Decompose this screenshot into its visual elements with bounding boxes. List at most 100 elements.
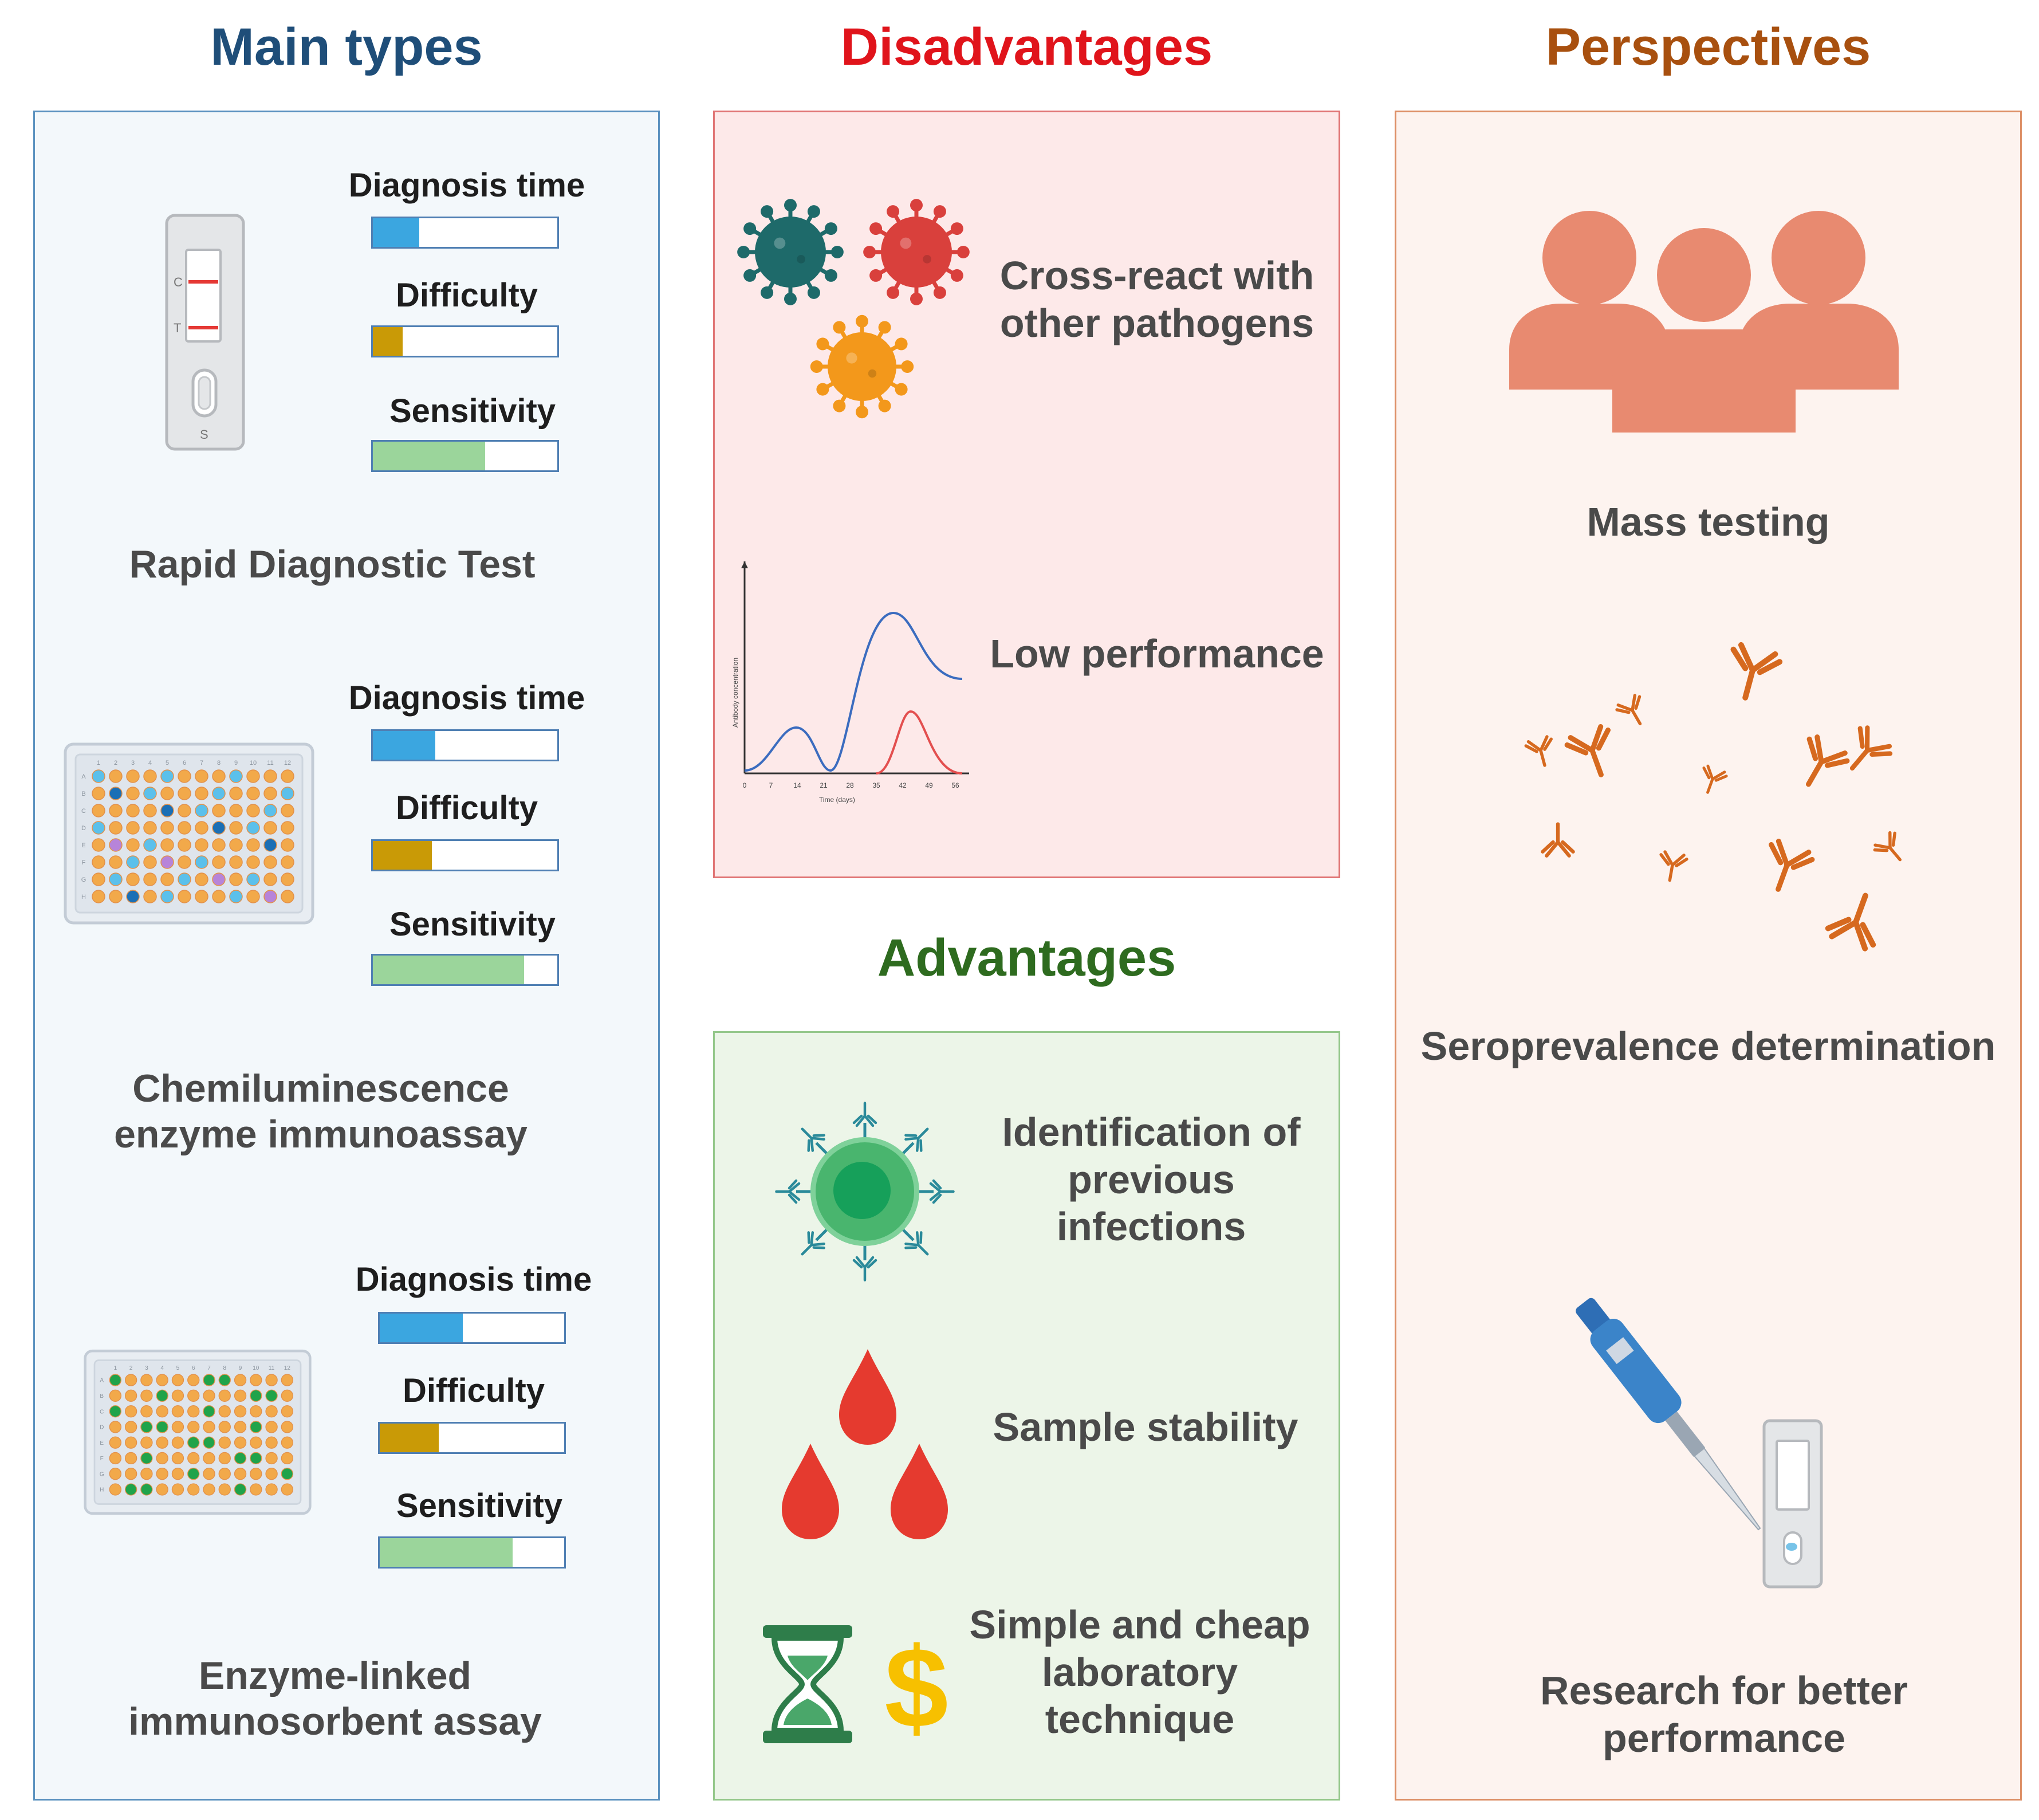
svg-text:4: 4 <box>148 760 152 766</box>
svg-text:10: 10 <box>253 1365 259 1371</box>
virus-red-icon <box>863 199 970 305</box>
svg-text:G: G <box>81 876 86 883</box>
svg-text:G: G <box>100 1471 104 1477</box>
rdt-diagnosis-time-bar <box>371 217 559 249</box>
svg-text:2: 2 <box>114 760 117 766</box>
svg-text:7: 7 <box>769 781 773 789</box>
cleia-diagnosis-time-fill <box>373 731 436 760</box>
rdt-name: Rapid Diagnostic Test <box>129 543 536 586</box>
svg-text:56: 56 <box>951 781 959 789</box>
hourglass-icon <box>763 1625 852 1743</box>
rdt-s-mark: S <box>200 427 208 442</box>
antibodies-cluster-icon <box>1524 642 1902 952</box>
svg-text:D: D <box>81 825 86 832</box>
svg-text:3: 3 <box>131 760 135 766</box>
people-group-icon <box>1509 211 1899 433</box>
simple-cheap-label: Simple and cheap laboratory technique <box>969 1602 1310 1742</box>
svg-text:4: 4 <box>160 1365 164 1371</box>
svg-text:7: 7 <box>207 1365 211 1371</box>
elisa-difficulty-label: Difficulty <box>402 1372 545 1409</box>
elisa-sensitivity-fill <box>380 1538 513 1567</box>
elisa-sensitivity-bar <box>378 1536 566 1569</box>
svg-text:A: A <box>100 1378 104 1384</box>
svg-text:3: 3 <box>145 1365 148 1371</box>
svg-text:0: 0 <box>743 781 747 789</box>
main-types-heading: Main types <box>210 18 483 76</box>
svg-text:10: 10 <box>250 760 257 766</box>
svg-text:D: D <box>100 1425 104 1431</box>
svg-text:11: 11 <box>267 760 273 766</box>
cleia-difficulty-fill <box>373 841 432 870</box>
svg-text:C: C <box>100 1409 104 1415</box>
cleia-sensitivity-label: Sensitivity <box>389 906 556 943</box>
disadvantages-heading: Disadvantages <box>840 18 1213 76</box>
rdt-difficulty-bar <box>371 325 559 357</box>
blood-drop-icon <box>891 1444 948 1539</box>
svg-text:8: 8 <box>223 1365 226 1371</box>
svg-text:21: 21 <box>820 781 828 789</box>
chart-x-label: Time (days) <box>819 796 855 804</box>
svg-text:6: 6 <box>183 760 186 766</box>
blood-drop-icon <box>782 1444 839 1539</box>
mass-testing-label: Mass testing <box>1587 500 1830 544</box>
low-performance-label: Low performance <box>990 631 1324 676</box>
previous-infections-label: Identification of previous infections <box>1002 1110 1301 1249</box>
perspectives-heading: Perspectives <box>1545 18 1871 76</box>
svg-text:$: $ <box>884 1624 948 1752</box>
svg-text:H: H <box>81 894 86 901</box>
svg-text:12: 12 <box>284 760 291 766</box>
svg-text:8: 8 <box>217 760 221 766</box>
svg-text:9: 9 <box>239 1365 242 1371</box>
virus-particles-icon <box>737 199 970 419</box>
svg-text:B: B <box>81 791 85 797</box>
svg-text:49: 49 <box>925 781 933 789</box>
svg-text:H: H <box>100 1487 104 1493</box>
rdt-sensitivity-label: Sensitivity <box>389 392 556 430</box>
elisa-difficulty-bar <box>378 1422 566 1454</box>
seroprevalence-label: Seroprevalence determination <box>1420 1024 1996 1068</box>
rapid-test-cassette-icon: C T S <box>165 214 245 451</box>
svg-text:7: 7 <box>200 760 203 766</box>
svg-text:42: 42 <box>899 781 907 789</box>
blood-drops-icon <box>782 1349 948 1539</box>
svg-text:14: 14 <box>793 781 801 789</box>
svg-text:C: C <box>81 808 86 815</box>
svg-text:9: 9 <box>234 760 238 766</box>
rdt-t-mark: T <box>174 321 181 335</box>
elisa-difficulty-fill <box>380 1424 439 1452</box>
svg-text:E: E <box>100 1440 104 1446</box>
svg-text:28: 28 <box>846 781 854 789</box>
svg-text:2: 2 <box>129 1365 133 1371</box>
svg-text:1: 1 <box>114 1365 117 1371</box>
svg-text:1: 1 <box>97 760 100 766</box>
svg-text:12: 12 <box>284 1365 291 1371</box>
cleia-diagnosis-time-bar <box>371 729 559 761</box>
svg-text:11: 11 <box>269 1365 275 1371</box>
cross-react-label: Cross-react with other pathogens <box>999 253 1314 345</box>
svg-text:5: 5 <box>176 1365 180 1371</box>
rdt-c-mark: C <box>174 275 183 289</box>
rdt-sensitivity-fill <box>373 442 486 470</box>
svg-text:6: 6 <box>192 1365 195 1371</box>
svg-text:B: B <box>100 1393 104 1400</box>
elisa-diagnosis-time-fill <box>380 1314 463 1342</box>
cleia-sensitivity-fill <box>373 956 525 984</box>
blood-drop-icon <box>839 1349 896 1445</box>
svg-text:A: A <box>81 773 86 780</box>
dollar-icon: $ <box>884 1624 948 1752</box>
b-cell-antibodies-icon <box>775 1102 955 1282</box>
elisa-sensitivity-label: Sensitivity <box>396 1487 563 1524</box>
elisa-name: Enzyme-linked immunosorbent assay <box>128 1654 542 1744</box>
pipette-test-icon <box>1576 1298 1823 1589</box>
elisa-diagnosis-time-label: Diagnosis time <box>355 1261 592 1298</box>
rdt-difficulty-fill <box>373 327 403 356</box>
elisa-diagnosis-time-bar <box>378 1312 566 1344</box>
sample-stability-label: Sample stability <box>993 1405 1298 1449</box>
cleia-diagnosis-time-label: Diagnosis time <box>348 679 585 717</box>
svg-text:F: F <box>100 1456 104 1462</box>
rdt-diagnosis-time-fill <box>373 218 419 247</box>
virus-teal-icon <box>737 199 844 305</box>
